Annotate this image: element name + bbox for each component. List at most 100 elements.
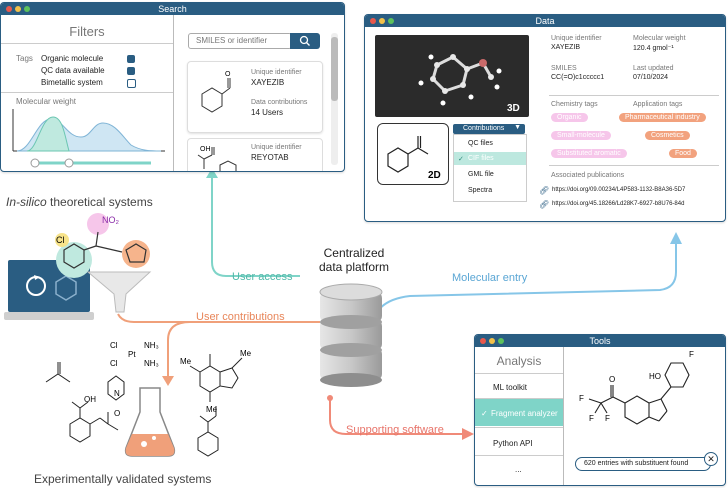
tools-window: Tools Analysis ML toolkit ✓ Fragment ana… <box>474 334 726 486</box>
close-dot[interactable] <box>370 18 376 24</box>
weight-slider-min-handle[interactable] <box>30 158 40 168</box>
tool-item-fragment[interactable]: Fragment analyzer <box>491 409 558 418</box>
chevron-down-icon: ▼ <box>514 124 521 131</box>
tool-item-ml[interactable]: ML toolkit <box>493 383 527 392</box>
app-tag[interactable]: Food <box>669 149 697 158</box>
acetophenone-structure: O <box>201 71 231 113</box>
search-button[interactable] <box>290 33 320 49</box>
data-window-title: Data <box>535 16 555 26</box>
filter-checkbox-qc[interactable] <box>127 67 135 75</box>
fluorine-label: F <box>579 394 584 403</box>
result-id-label: Unique identifier <box>251 144 302 151</box>
no2-label: NO₂ <box>102 215 120 225</box>
weight-slider-max-handle[interactable] <box>64 158 74 168</box>
me-label: Me <box>180 357 192 366</box>
insilico-molecule: Cl NO₂ <box>55 213 152 313</box>
user-access-arrow <box>211 172 300 277</box>
result-id: XAYEZIB <box>251 78 285 87</box>
filters-panel: Filters Tags Organic molecule QC data av… <box>1 15 174 171</box>
nh3-label: NH₃ <box>144 359 159 368</box>
result-card[interactable]: O Unique identifier XAYEZIB Data contrib… <box>187 61 323 133</box>
publication-link[interactable]: https://doi.org/45.18266/Ld28K7-6927-b8U… <box>552 201 685 207</box>
contributions-dropdown[interactable]: Contributions ▼ <box>453 124 525 134</box>
badge-2d: 2D <box>428 170 441 181</box>
close-dot[interactable] <box>480 338 486 344</box>
menu-item-qc[interactable]: QC files <box>468 140 493 147</box>
2d-viewer[interactable]: 2D <box>377 123 449 185</box>
tool-item-python[interactable]: Python API <box>493 439 533 448</box>
maximize-dot[interactable] <box>498 338 504 344</box>
app-tag[interactable]: Cosmetics <box>645 131 690 140</box>
menu-item-gml[interactable]: GML file <box>468 171 494 178</box>
results-scrollbar[interactable] <box>331 33 338 165</box>
menu-item-cif[interactable]: CIF files <box>468 155 494 162</box>
minimize-dot[interactable] <box>489 338 495 344</box>
publication-link[interactable]: https://doi.org/09.00234/L4P583-1132-B8A… <box>552 187 686 193</box>
close-icon[interactable]: ✕ <box>704 452 718 466</box>
mw-value: 120.4 gmol⁻¹ <box>633 45 674 52</box>
me-label: Me <box>240 349 252 358</box>
tool-item-more[interactable]: ... <box>515 465 522 474</box>
user-contributions-arrow <box>117 313 320 323</box>
filter-checkbox-bimetallic[interactable] <box>127 79 136 88</box>
result-id-label: Unique identifier <box>251 69 302 76</box>
3d-viewer[interactable]: 3D <box>375 35 529 117</box>
tags-label: Tags <box>16 54 33 63</box>
user-contributions-label: User contributions <box>196 311 285 323</box>
search-title-bar: Search <box>1 3 344 15</box>
oxygen-label: O <box>114 409 120 418</box>
menu-item-spectra[interactable]: Spectra <box>468 187 493 194</box>
nh3-label: NH₃ <box>144 341 159 350</box>
chlorine-label: Cl <box>56 235 65 245</box>
filter-option-label: Bimetallic system <box>41 78 103 87</box>
smiles-label: SMILES <box>551 65 577 72</box>
fluorine-label: F <box>689 350 694 359</box>
app-tags-label: Application tags <box>633 101 683 108</box>
contributions-label: Contributions <box>463 125 505 132</box>
result-structure: OH <box>197 146 237 171</box>
database-icon <box>319 283 383 387</box>
search-input[interactable]: SMILES or identifier <box>188 33 292 49</box>
result-banner: 620 entries with substituent found <box>575 457 711 471</box>
oxygen-label: O <box>225 71 231 78</box>
search-placeholder: SMILES or identifier <box>196 36 268 45</box>
badge-3d: 3D <box>507 103 520 114</box>
link-icon: 🔗︎ <box>539 200 550 209</box>
maximize-dot[interactable] <box>24 6 30 12</box>
ho-label: HO <box>649 372 661 381</box>
fluorine-label: F <box>589 414 594 423</box>
menu-item-cif-selected[interactable] <box>454 152 526 165</box>
chem-tag[interactable]: Small-molecule <box>551 131 611 140</box>
updated-label: Last updated <box>633 65 674 72</box>
app-tag[interactable]: Pharmaceutical industry <box>619 113 706 122</box>
pt-label: Pt <box>128 350 136 359</box>
result-card[interactable]: OH Unique identifier REYOTAB <box>187 138 323 171</box>
oh-label: OH <box>200 146 211 153</box>
search-window: Search Filters Tags Organic molecule QC … <box>0 2 345 172</box>
tools-window-title: Tools <box>589 336 611 346</box>
oxygen-label: O <box>609 375 615 384</box>
minimize-dot[interactable] <box>379 18 385 24</box>
scrollbar-thumb[interactable] <box>331 37 338 101</box>
result-contrib: 14 Users <box>251 108 284 117</box>
supporting-software-label: Supporting software <box>346 424 444 436</box>
nitrogen-label: N <box>114 389 120 398</box>
molecular-weight-histogram[interactable] <box>11 107 167 169</box>
tool-item-fragment-selected[interactable] <box>475 399 563 426</box>
maximize-dot[interactable] <box>388 18 394 24</box>
insilico-title: In-silico theoretical systems <box>6 195 153 209</box>
filter-checkbox-organic[interactable] <box>127 55 135 63</box>
close-dot[interactable] <box>6 6 12 12</box>
data-title-bar: Data <box>365 15 725 27</box>
minimize-dot[interactable] <box>15 6 21 12</box>
check-icon: ✓ <box>481 409 488 418</box>
contributions-menu: QC files ✓ CIF files GML file Spectra <box>453 134 527 202</box>
id-value: XAYEZIB <box>551 44 581 51</box>
tools-title-bar: Tools <box>475 335 725 347</box>
chem-tag[interactable]: Organic <box>551 113 588 122</box>
id-label: Unique identifier <box>551 35 602 42</box>
chem-tag[interactable]: Substituted aromatic <box>551 149 627 158</box>
experimental-title: Experimentally validated systems <box>34 472 212 486</box>
analysis-heading: Analysis <box>496 354 542 368</box>
smiles-value: CC(=O)c1ccccc1 <box>551 74 605 81</box>
